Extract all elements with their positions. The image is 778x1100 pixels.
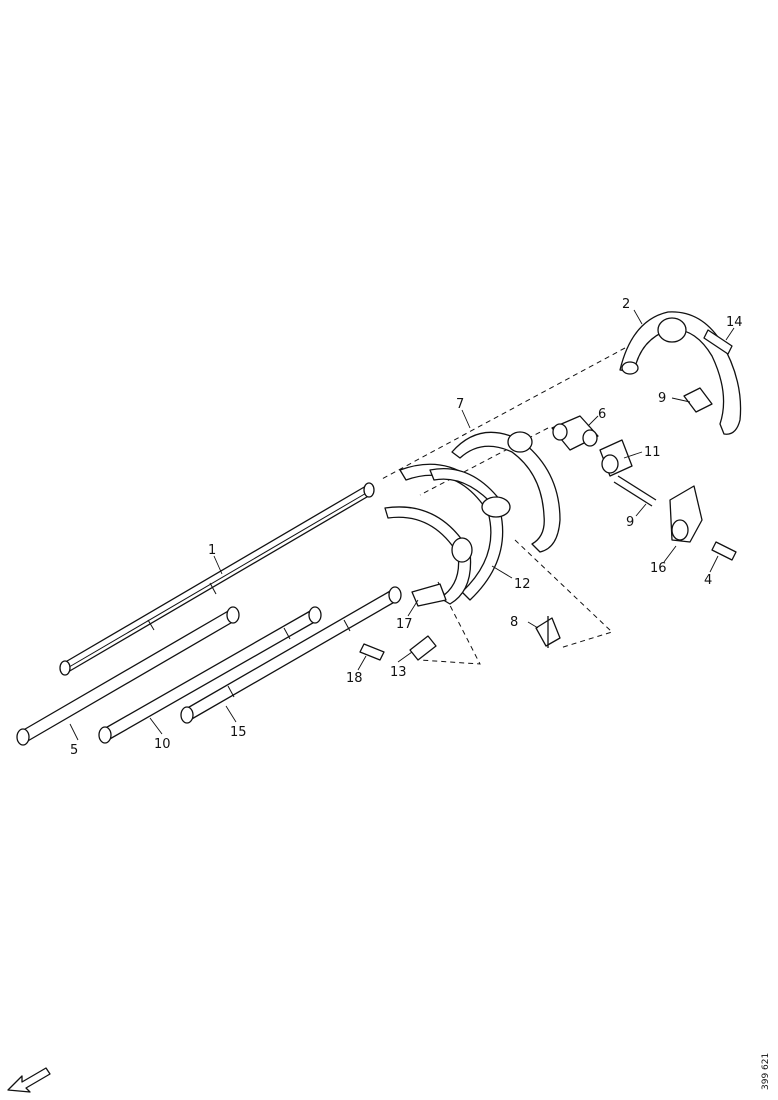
shift-rail-10 (98, 606, 322, 744)
callout-5: 5 (70, 743, 78, 758)
leader-lines (69, 309, 735, 741)
callout-4: 4 (704, 573, 712, 588)
pin-4 (711, 541, 737, 561)
shift-block-16 (669, 485, 703, 543)
shift-fork-17 (384, 506, 473, 607)
callout-9-lower: 9 (626, 515, 634, 530)
callout-9-upper: 9 (658, 391, 666, 406)
shift-rail-15 (180, 586, 402, 724)
callout-10: 10 (154, 737, 171, 752)
callout-15: 15 (230, 725, 247, 740)
assembly-guide-lines (379, 347, 626, 665)
callout-11: 11 (644, 445, 661, 460)
callout-8: 8 (510, 615, 518, 630)
callout-7: 7 (456, 397, 464, 412)
pin-14 (703, 329, 733, 355)
callout-14: 14 (726, 315, 743, 330)
shift-rail-1 (59, 482, 375, 676)
callout-13: 13 (390, 665, 407, 680)
callout-labels: 1 2 14 9 7 6 11 9 16 4 12 17 8 13 18 5 1… (70, 297, 743, 758)
callout-18: 18 (346, 671, 363, 686)
shift-fork-7 (451, 431, 561, 553)
shift-fork-12 (399, 463, 511, 601)
pin-18 (359, 643, 385, 661)
shift-rail-5 (16, 606, 240, 746)
callout-1: 1 (208, 543, 216, 558)
clip-13 (409, 635, 437, 661)
callout-2: 2 (622, 297, 630, 312)
callout-16: 16 (650, 561, 667, 576)
callout-12: 12 (514, 577, 531, 592)
shift-fork-2 (619, 311, 742, 435)
direction-arrow-icon (7, 1067, 51, 1093)
clip-9-upper (683, 387, 713, 413)
reference-code: 399 621 (761, 1053, 771, 1090)
plunger-8 (535, 616, 561, 648)
shift-block-6 (551, 415, 599, 451)
pin-9-lower (613, 475, 657, 507)
interlock-11 (599, 439, 633, 477)
callout-6: 6 (598, 407, 606, 422)
callout-17: 17 (396, 617, 413, 632)
